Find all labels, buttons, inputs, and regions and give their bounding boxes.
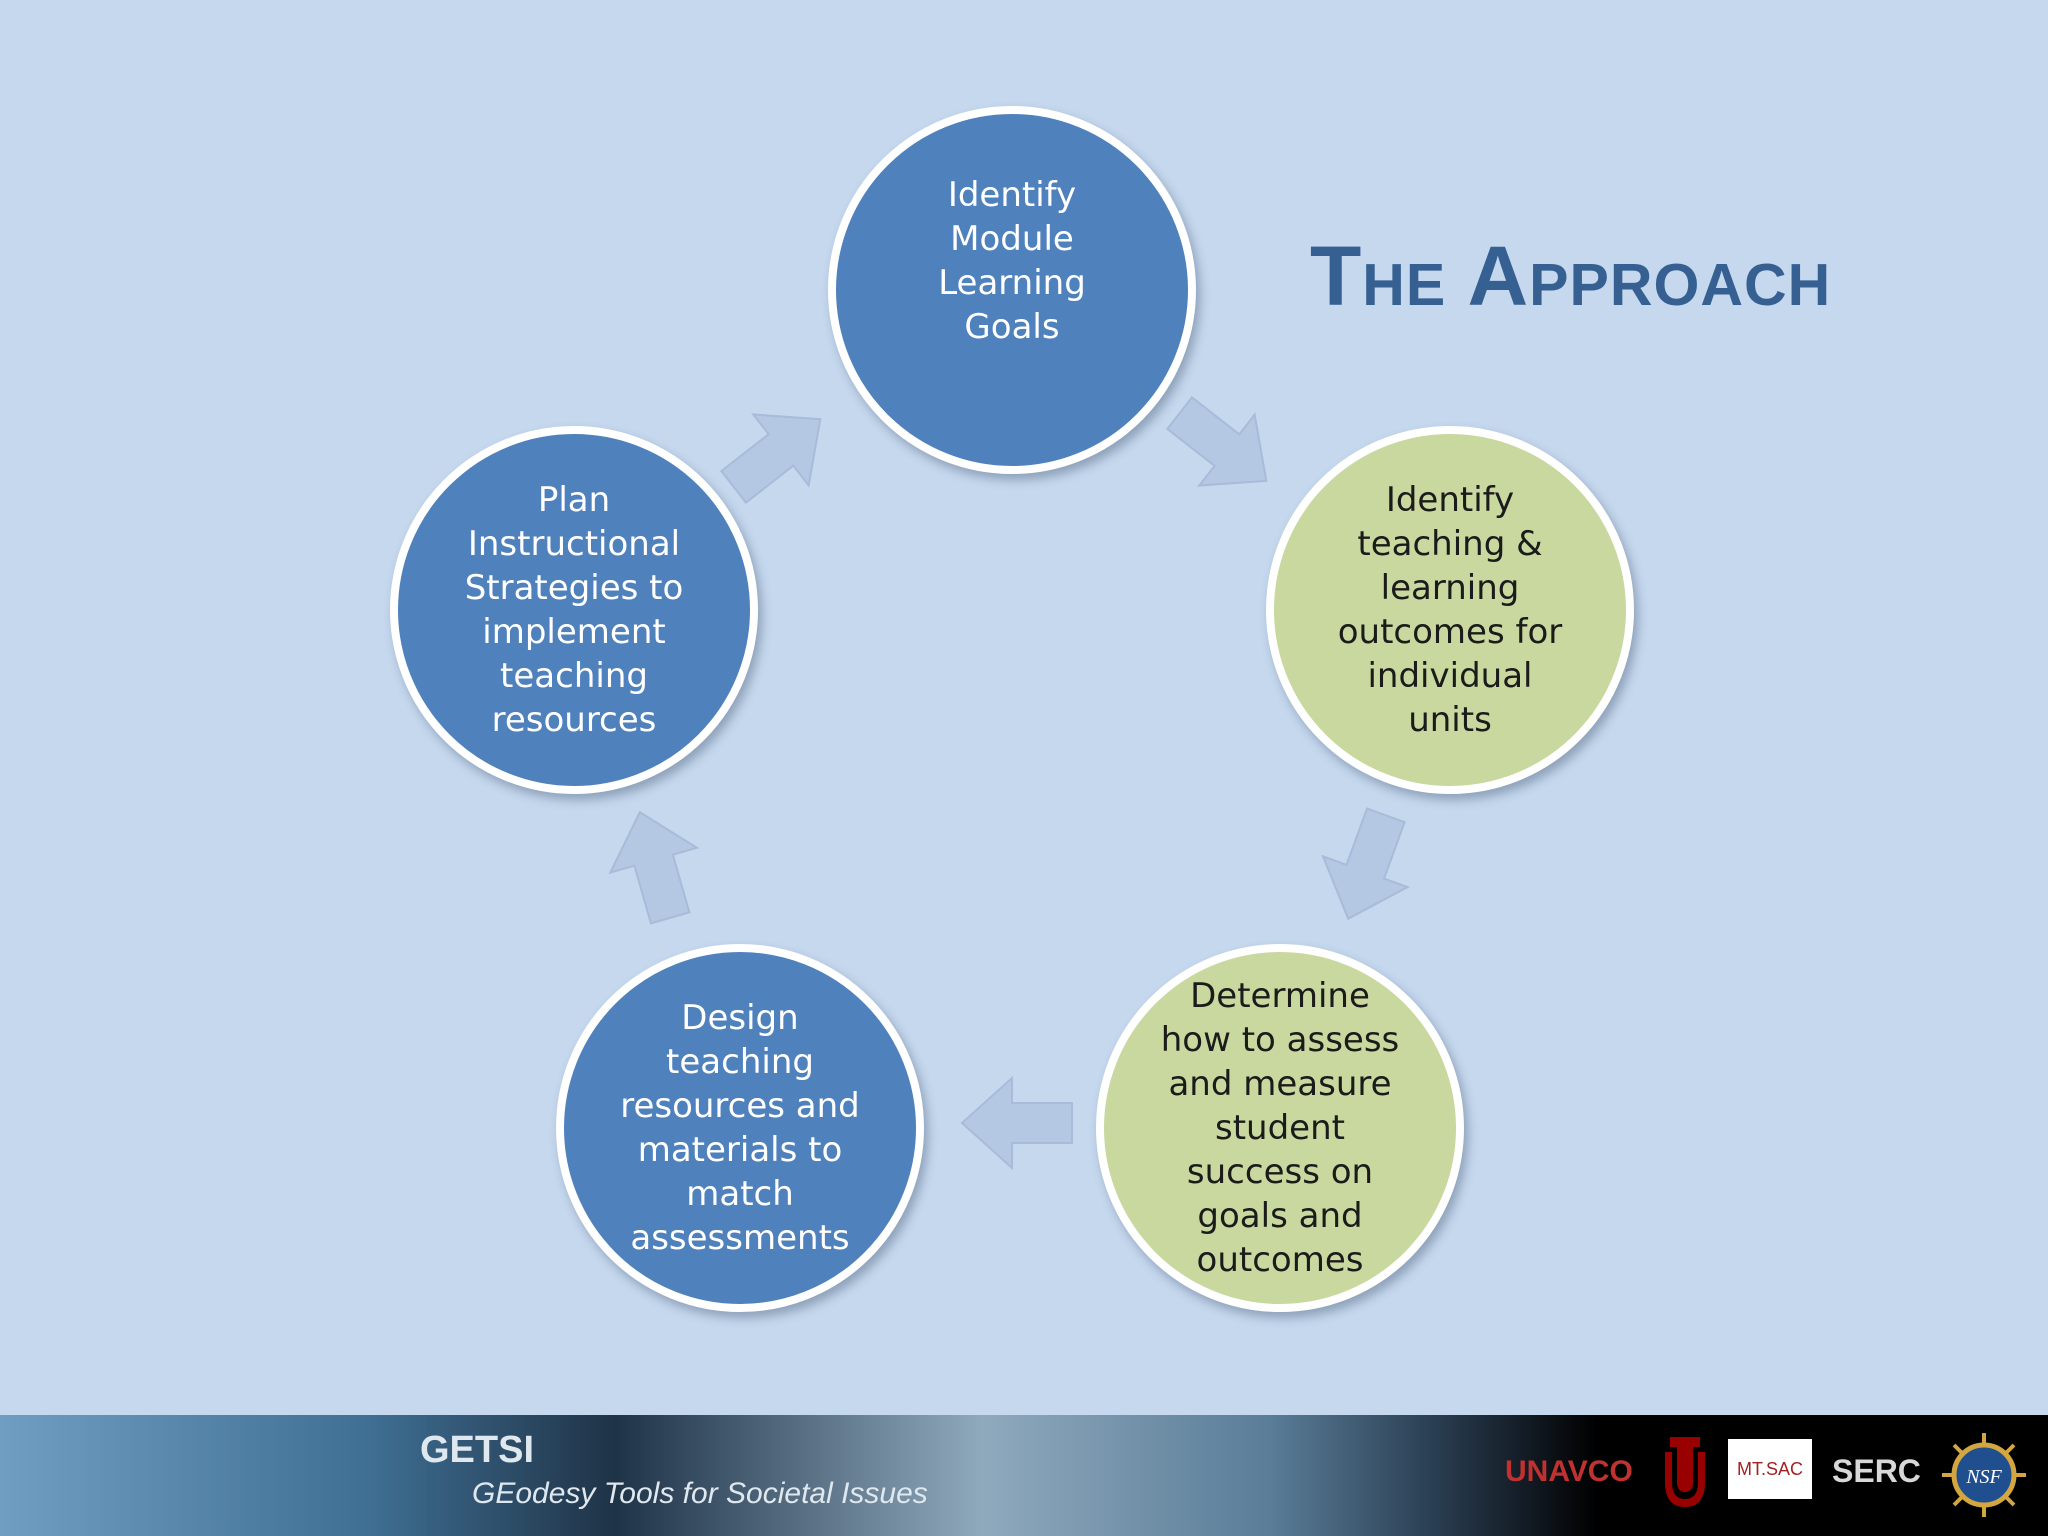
cycle-arrow-5 <box>706 384 848 523</box>
mtsac-logo: MT.SAC <box>1728 1439 1812 1499</box>
cycle-node-assessment: Determine how to assess and measure stud… <box>1096 944 1464 1312</box>
cycle-node-instructional-strategies: Plan Instructional Strategies to impleme… <box>390 426 758 794</box>
cycle-node-outcomes: Identify teaching & learning outcomes fo… <box>1266 426 1634 794</box>
slide: The Approach Identify Module Learning Go… <box>390 106 1832 1312</box>
getsi-tagline: GEodesy Tools for Societal Issues <box>472 1477 928 1510</box>
iu-logo <box>1660 1437 1710 1507</box>
cycle-arrow-3 <box>960 1075 1073 1171</box>
cycle-arrow-2 <box>1306 800 1428 934</box>
cycle-node-design-resources: Design teaching resources and materials … <box>556 944 924 1312</box>
cycle-node-learning-goals: Identify Module Learning Goals <box>828 106 1196 474</box>
cycle-arrow-1 <box>1152 378 1294 517</box>
cycle-arrow-4 <box>597 800 714 931</box>
footer-banner: GETSI GEodesy Tools for Societal Issues … <box>0 1415 2048 1536</box>
getsi-logo-text: GETSI <box>420 1429 535 1471</box>
node-label: Design teaching resources and materials … <box>620 998 860 1258</box>
node-label: Plan Instructional Strategies to impleme… <box>464 480 684 740</box>
node-label: Determine how to assess and measure stud… <box>1160 976 1400 1280</box>
page-title: The Approach <box>1310 229 1832 323</box>
node-label: Identify teaching & learning outcomes fo… <box>1337 480 1563 740</box>
node-label: Identify Module Learning Goals <box>938 175 1086 347</box>
nsf-logo: NSF <box>1940 1431 2028 1519</box>
nsf-logo-text: NSF <box>1965 1466 2002 1488</box>
serc-logo: SERC <box>1832 1453 1921 1489</box>
unavco-logo: UNAVCO <box>1505 1455 1633 1488</box>
